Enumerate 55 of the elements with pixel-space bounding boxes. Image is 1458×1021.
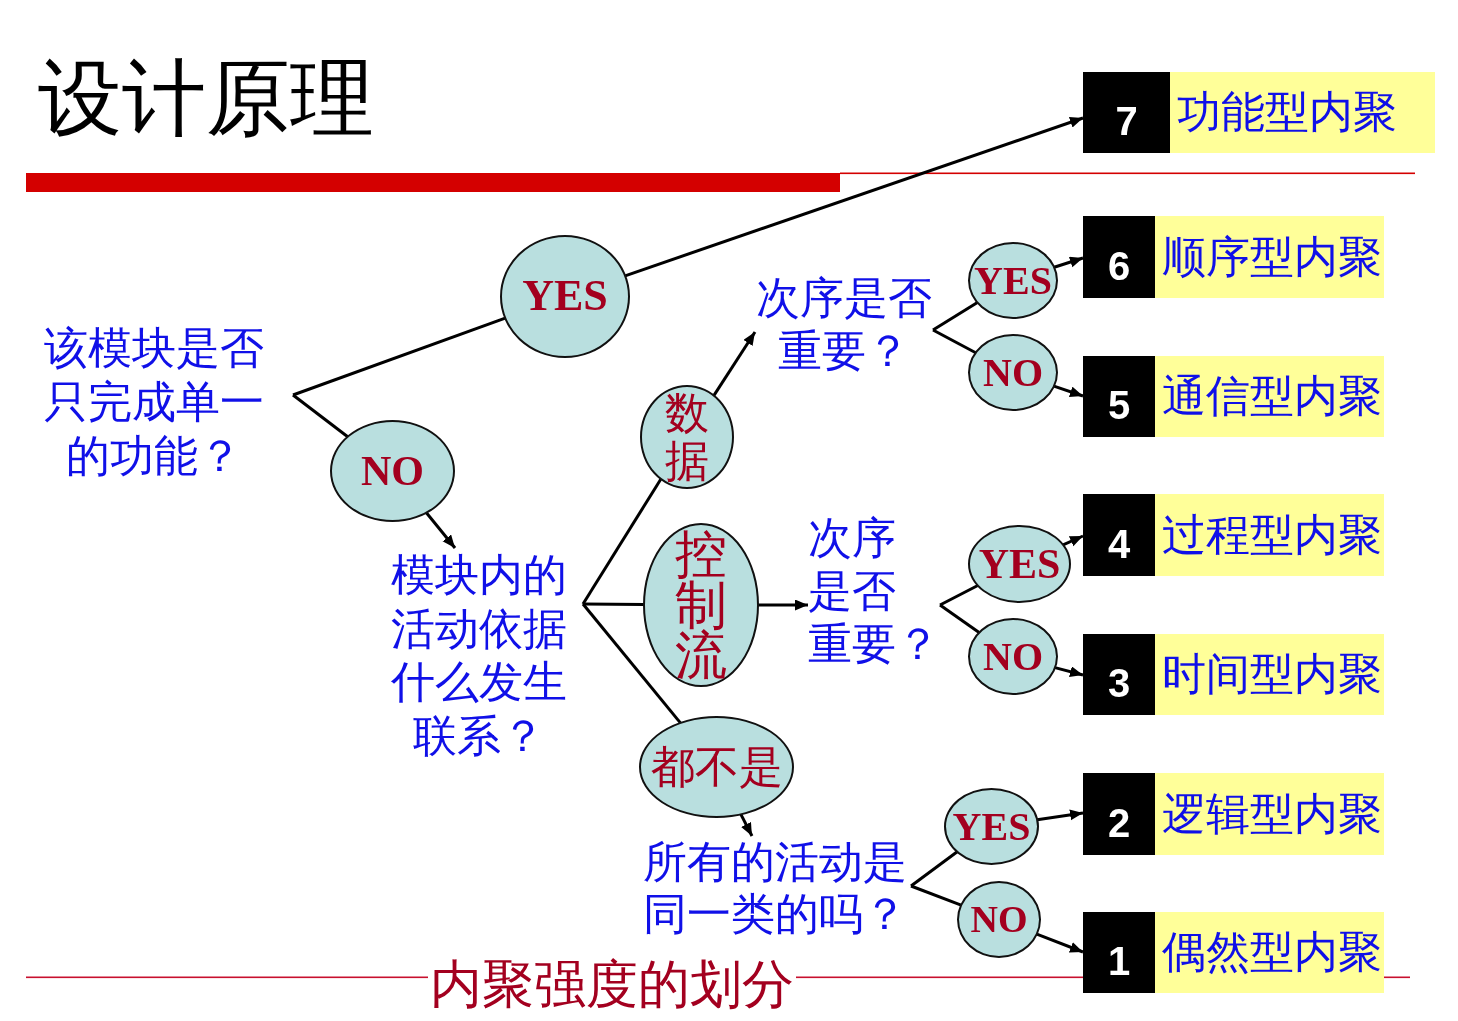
result-box <box>1083 494 1384 576</box>
cohesion-type-label: 过程型内聚 <box>1162 510 1382 560</box>
ellipse-label: 都不是 <box>650 743 783 791</box>
connector-line <box>583 602 644 606</box>
ellipse-label: NO <box>361 448 424 494</box>
ellipse-label: YES <box>522 273 608 320</box>
arrow <box>624 116 1084 278</box>
rank-number-tile: 6 <box>1083 216 1155 298</box>
rank-number-tile: 4 <box>1083 494 1155 576</box>
connector-line <box>932 328 977 355</box>
question-text: 次序是否重要？ <box>808 511 940 670</box>
rank-number-tile: 5 <box>1083 356 1155 437</box>
question-text: 所有的活动是同一类的吗？ <box>643 836 911 940</box>
question-text: 次序是否重要？ <box>755 271 933 377</box>
rank-number-tile: 1 <box>1083 912 1155 993</box>
cohesion-type-label: 通信型内聚 <box>1162 372 1382 421</box>
cohesion-type-label: 逻辑型内聚 <box>1162 789 1382 839</box>
ellipse-label: YES <box>974 259 1052 302</box>
question-text: 该模块是否只完成单一的功能？ <box>40 321 293 483</box>
ellipse-label: NO <box>983 351 1043 394</box>
arrow <box>1054 666 1084 677</box>
connector-line <box>910 850 959 888</box>
cohesion-type-label: 时间型内聚 <box>1162 650 1382 699</box>
arrow <box>1037 809 1084 822</box>
rank-number-tile: 3 <box>1083 634 1155 715</box>
ellipse-label: NO <box>970 899 1028 940</box>
cohesion-type-label: 功能型内聚 <box>1177 88 1397 137</box>
ellipse-label: NO <box>983 635 1043 678</box>
connector-line <box>581 478 663 605</box>
connector-line <box>581 603 682 724</box>
ellipse-label: YES <box>952 805 1031 848</box>
connector-line <box>292 316 506 397</box>
connector-line <box>292 393 349 438</box>
arrow <box>712 331 757 397</box>
question-text: 模块内的活动依据什么发生联系？ <box>390 548 583 762</box>
connector-line <box>939 603 980 634</box>
result-box <box>1083 634 1384 715</box>
ellipse-label: YES <box>978 541 1061 587</box>
result-box <box>1083 356 1384 437</box>
connector-line <box>910 884 962 907</box>
result-box <box>1083 216 1384 298</box>
slide-title: 设计原理 <box>38 52 374 145</box>
arrow <box>758 599 808 611</box>
arrow <box>1036 932 1084 954</box>
ellipse-label: 控制流 <box>675 528 727 682</box>
cohesion-type-label: 顺序型内聚 <box>1162 232 1382 282</box>
rank-number-tile: 7 <box>1083 72 1170 153</box>
result-box <box>1083 72 1435 153</box>
ellipse-label: 数据 <box>665 388 709 486</box>
result-box <box>1083 912 1384 993</box>
cohesion-type-label: 偶然型内聚 <box>1162 928 1382 977</box>
result-box <box>1083 773 1384 855</box>
rank-number-tile: 2 <box>1083 773 1155 855</box>
arrow <box>1053 384 1084 398</box>
arrow <box>1053 256 1084 269</box>
